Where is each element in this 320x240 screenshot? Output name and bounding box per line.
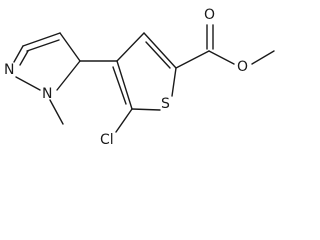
molecule-diagram: O O S Cl N N: [4, 7, 275, 148]
ester-group: [175, 24, 275, 69]
bond-c5-cl: [115, 108, 133, 133]
structure-drawing: O O S Cl N N: [4, 7, 275, 148]
atom-label-o-carbonyl: O: [204, 7, 215, 23]
bond-o-methyl: [251, 50, 275, 65]
bond-c2-carbonyl: [175, 50, 210, 69]
bond-n1-methyl: [49, 99, 64, 125]
bond-n2-c3: [13, 45, 24, 63]
bond-c5-n1: [56, 60, 81, 91]
bond-n2-c3-double: [19, 50, 29, 66]
atom-label-n-pyrazole-1: N: [42, 86, 52, 102]
bond-c5-c4: [116, 60, 133, 110]
bond-c5-c4-double: [112, 66, 127, 105]
bond-c3-c2-thiophene: [143, 32, 177, 69]
atom-label-cl: Cl: [100, 132, 114, 148]
bond-c4-c3-thiophene: [116, 32, 145, 62]
bond-c4-c3-pyrazole-double: [26, 39, 60, 52]
pyrazole-ring: [13, 32, 81, 125]
atom-label-o-ester: O: [237, 59, 248, 75]
bond-carbonyl-o-ester: [208, 50, 235, 65]
bond-n1-n2: [15, 76, 41, 91]
bond-c3-c2-thiophene-double: [145, 41, 171, 69]
atom-label-s: S: [161, 96, 170, 112]
bond-c4-c5-pyrazole: [59, 32, 81, 62]
thiophene-ring: [112, 32, 177, 133]
bond-c2-s: [171, 67, 177, 97]
bond-c4-c3-pyrazole: [22, 32, 61, 47]
atom-label-n-pyrazole-2: N: [4, 62, 14, 78]
bond-s-c5: [131, 108, 161, 111]
